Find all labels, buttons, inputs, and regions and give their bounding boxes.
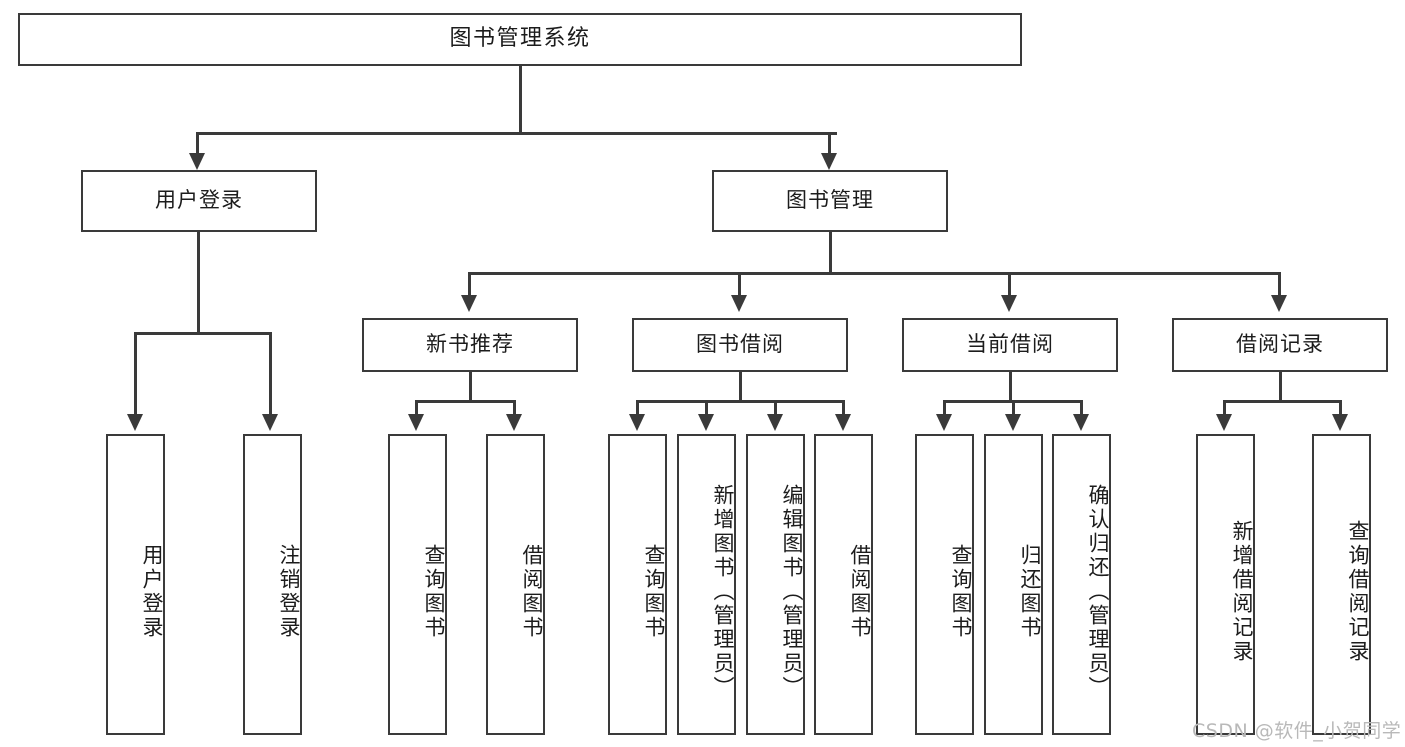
edge-new-book-to-leaf1 [415, 400, 418, 416]
leaf-label: 查询图书 [642, 543, 666, 640]
edge-book-borrow-to-leaf4 [842, 400, 845, 416]
leaf-label: 借阅图书 [520, 543, 544, 640]
edge-book-borrow-to-leaf1 [636, 400, 639, 416]
node-user-login[interactable]: 用户登录 [81, 170, 317, 232]
node-leaf-query-book-current[interactable]: 查询图书 [915, 434, 974, 735]
arrow-book-borrow-to-leaf2 [698, 414, 714, 431]
edge-book-borrow-bus [636, 400, 845, 403]
edge-book-manage-to-new-book [468, 272, 471, 297]
arrow-new-book-to-leaf2 [506, 414, 522, 431]
arrow-book-borrow-to-leaf1 [629, 414, 645, 431]
edge-root-to-book-manage [828, 132, 831, 156]
arrow-current-borrow-to-leaf2 [1005, 414, 1021, 431]
node-book-management[interactable]: 图书管理 [712, 170, 948, 232]
node-leaf-query-borrow-record[interactable]: 查询借阅记录 [1312, 434, 1371, 735]
node-leaf-confirm-return-admin[interactable]: 确认归还（管理员） [1052, 434, 1111, 735]
edge-new-book-stem [469, 372, 472, 402]
edge-borrow-record-to-leaf2 [1339, 400, 1342, 416]
arrow-borrow-record-to-leaf2 [1332, 414, 1348, 431]
edge-book-manage-bus [468, 272, 1280, 275]
arrow-user-login-to-leaf1 [127, 414, 143, 431]
edge-book-borrow-to-leaf2 [705, 400, 708, 416]
arrow-root-to-user-login [189, 153, 205, 170]
edge-borrow-record-stem [1279, 372, 1282, 402]
node-root-book-management-system[interactable]: 图书管理系统 [18, 13, 1022, 66]
leaf-label: 确认归还（管理员） [1086, 483, 1110, 700]
node-leaf-logout[interactable]: 注销登录 [243, 434, 302, 735]
arrow-borrow-record-to-leaf1 [1216, 414, 1232, 431]
leaf-label: 查询借阅记录 [1346, 519, 1370, 664]
leaf-label: 查询图书 [949, 543, 973, 640]
edge-root-to-user-login [196, 132, 199, 156]
edge-borrow-record-to-leaf1 [1223, 400, 1226, 416]
edge-current-borrow-to-leaf3 [1080, 400, 1083, 416]
leaf-label: 归还图书 [1018, 543, 1042, 640]
node-leaf-return-book[interactable]: 归还图书 [984, 434, 1043, 735]
node-borrow-record[interactable]: 借阅记录 [1172, 318, 1388, 372]
edge-book-manage-to-current-borrow [1008, 272, 1011, 297]
edge-user-login-bus [134, 332, 271, 335]
arrow-book-borrow-to-leaf4 [835, 414, 851, 431]
arrow-book-manage-to-current-borrow [1001, 295, 1017, 312]
edge-root-stem [519, 66, 522, 134]
leaf-label: 新增图书（管理员） [711, 483, 735, 700]
edge-book-borrow-stem [739, 372, 742, 402]
leaf-label: 新增借阅记录 [1230, 519, 1254, 664]
leaf-label: 编辑图书（管理员） [780, 483, 804, 700]
edge-user-login-stem [197, 232, 200, 335]
arrow-book-borrow-to-leaf3 [767, 414, 783, 431]
node-leaf-edit-book-admin[interactable]: 编辑图书（管理员） [746, 434, 805, 735]
csdn-watermark: CSDN @软件_小贺同学 [1192, 720, 1402, 742]
arrow-current-borrow-to-leaf3 [1073, 414, 1089, 431]
arrow-root-to-book-manage [821, 153, 837, 170]
arrow-book-manage-to-book-borrow [731, 295, 747, 312]
arrow-current-borrow-to-leaf1 [936, 414, 952, 431]
edge-book-borrow-to-leaf3 [774, 400, 777, 416]
node-leaf-user-login[interactable]: 用户登录 [106, 434, 165, 735]
edge-new-book-bus [415, 400, 516, 403]
edge-current-borrow-to-leaf2 [1012, 400, 1015, 416]
edge-root-bus [196, 132, 837, 135]
leaf-label: 注销登录 [277, 543, 301, 640]
node-leaf-add-borrow-record[interactable]: 新增借阅记录 [1196, 434, 1255, 735]
node-leaf-borrow-book[interactable]: 借阅图书 [814, 434, 873, 735]
edge-current-borrow-to-leaf1 [943, 400, 946, 416]
edge-book-manage-stem [829, 232, 832, 275]
edge-current-borrow-stem [1009, 372, 1012, 402]
node-leaf-query-book-recommend[interactable]: 查询图书 [388, 434, 447, 735]
arrow-book-manage-to-borrow-record [1271, 295, 1287, 312]
node-current-borrow[interactable]: 当前借阅 [902, 318, 1118, 372]
edge-user-login-to-leaf1 [134, 332, 137, 417]
edge-book-manage-to-borrow-record [1278, 272, 1281, 297]
leaf-label: 用户登录 [140, 543, 164, 640]
leaf-label: 借阅图书 [848, 543, 872, 640]
node-leaf-query-book-borrow[interactable]: 查询图书 [608, 434, 667, 735]
arrow-new-book-to-leaf1 [408, 414, 424, 431]
arrow-user-login-to-leaf2 [262, 414, 278, 431]
node-new-book-recommend[interactable]: 新书推荐 [362, 318, 578, 372]
arrow-book-manage-to-new-book [461, 295, 477, 312]
node-book-borrow[interactable]: 图书借阅 [632, 318, 848, 372]
node-leaf-borrow-book-recommend[interactable]: 借阅图书 [486, 434, 545, 735]
leaf-label: 查询图书 [422, 543, 446, 640]
edge-new-book-to-leaf2 [513, 400, 516, 416]
edge-book-manage-to-book-borrow [738, 272, 741, 297]
edge-borrow-record-bus [1223, 400, 1342, 403]
node-leaf-add-book-admin[interactable]: 新增图书（管理员） [677, 434, 736, 735]
edge-user-login-to-leaf2 [269, 332, 272, 417]
